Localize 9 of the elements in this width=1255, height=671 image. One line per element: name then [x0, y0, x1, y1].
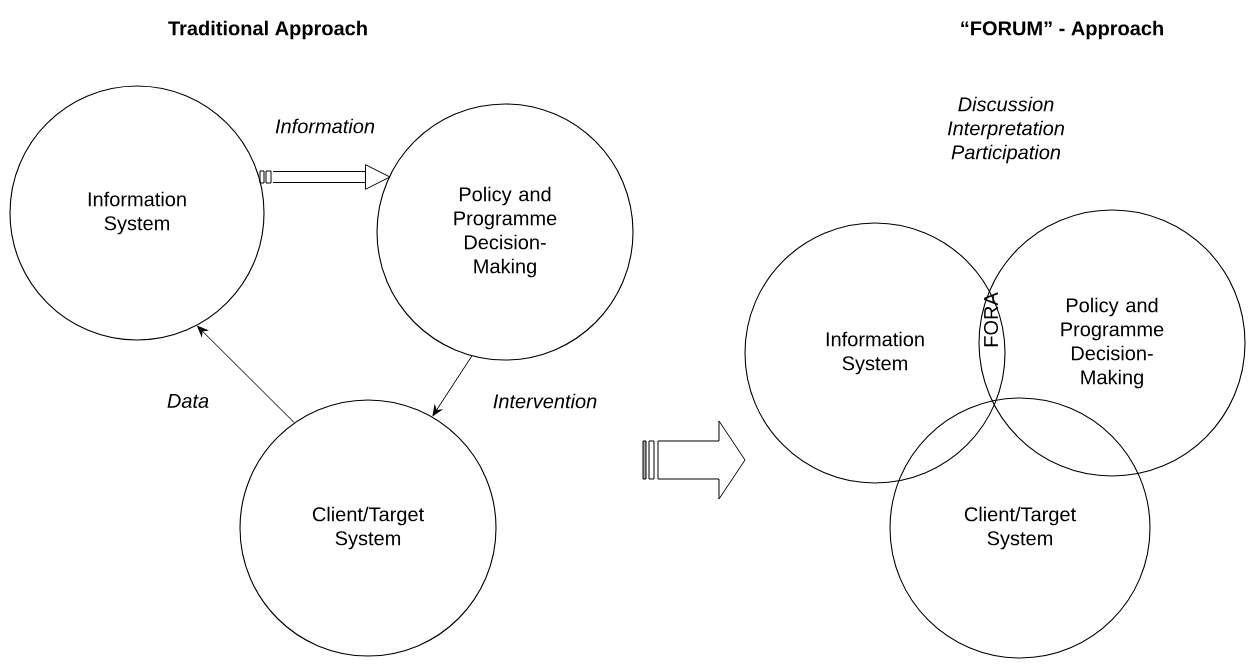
arrow [197, 326, 295, 424]
heading: “FORUM” - Approach [961, 20, 1163, 40]
overlap-label: FORA [983, 292, 999, 347]
edge-label: Data [165, 393, 211, 409]
annotation-text: Discussion Interpretation Participation [947, 96, 1064, 164]
heading: Traditional Approach [168, 20, 367, 40]
edge-label: Information [274, 117, 377, 135]
block-arrow [273, 164, 391, 190]
arrow [432, 355, 473, 417]
